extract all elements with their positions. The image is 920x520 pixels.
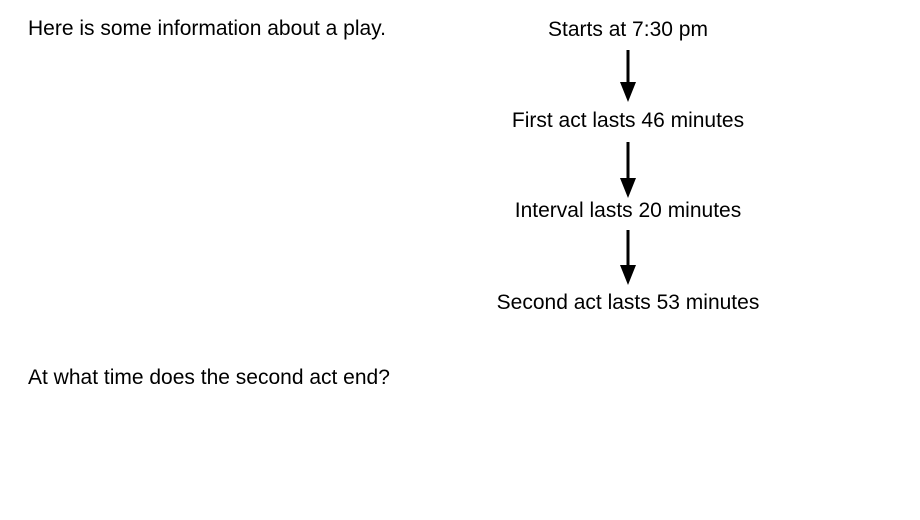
- flow-node-interval: Interval lasts 20 minutes: [514, 199, 742, 222]
- flow-node-start-time: Starts at 7:30 pm: [548, 18, 708, 41]
- flow-node-first-act: First act lasts 46 minutes: [511, 109, 745, 132]
- flow-node-second-act: Second act lasts 53 minutes: [496, 291, 760, 314]
- down-arrow-icon: [618, 50, 638, 108]
- intro-text: Here is some information about a play.: [28, 17, 386, 40]
- down-arrow-icon: [618, 230, 638, 291]
- down-arrow-icon: [618, 142, 638, 204]
- question-text: At what time does the second act end?: [28, 366, 390, 389]
